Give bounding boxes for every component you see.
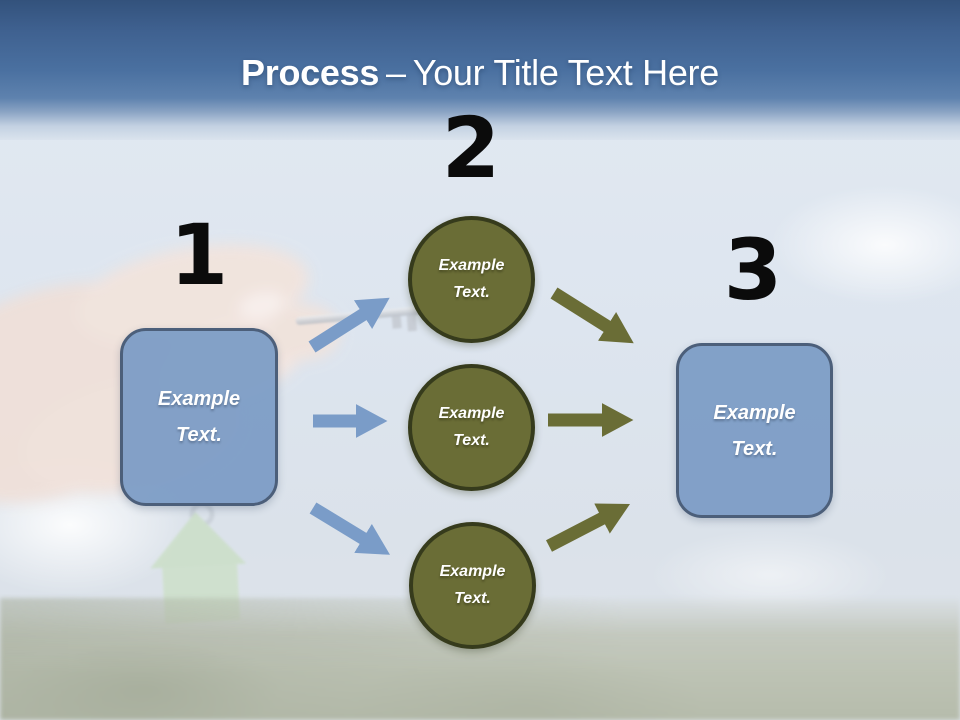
title-separator: – (386, 52, 406, 93)
title-text: Your Title Text Here (412, 52, 719, 93)
circle-label: Example Text. (439, 563, 506, 607)
process-start-box: Example Text. (120, 328, 278, 506)
box-label: Example Text. (713, 401, 796, 460)
key-tooth (391, 316, 402, 329)
house-roof (147, 509, 247, 569)
process-step-circle-1: Example Text. (408, 216, 535, 343)
circle-label: Example Text. (438, 257, 505, 301)
process-step-circle-3: Example Text. (409, 522, 536, 649)
step-number-3: 3 (723, 221, 783, 319)
process-end-box: Example Text. (676, 343, 833, 518)
circle-label: Example Text. (438, 405, 505, 449)
title-emphasis: Process (241, 52, 380, 93)
step-number-2: 2 (441, 99, 501, 197)
key-tooth (406, 314, 418, 332)
box-label: Example Text. (157, 388, 241, 446)
slide-title: Process–Your Title Text Here (0, 52, 960, 94)
title-bar: Process–Your Title Text Here (0, 0, 960, 140)
process-step-circle-2: Example Text. (408, 364, 535, 491)
step-number-1: 1 (169, 206, 229, 304)
cloud-image (770, 185, 960, 305)
